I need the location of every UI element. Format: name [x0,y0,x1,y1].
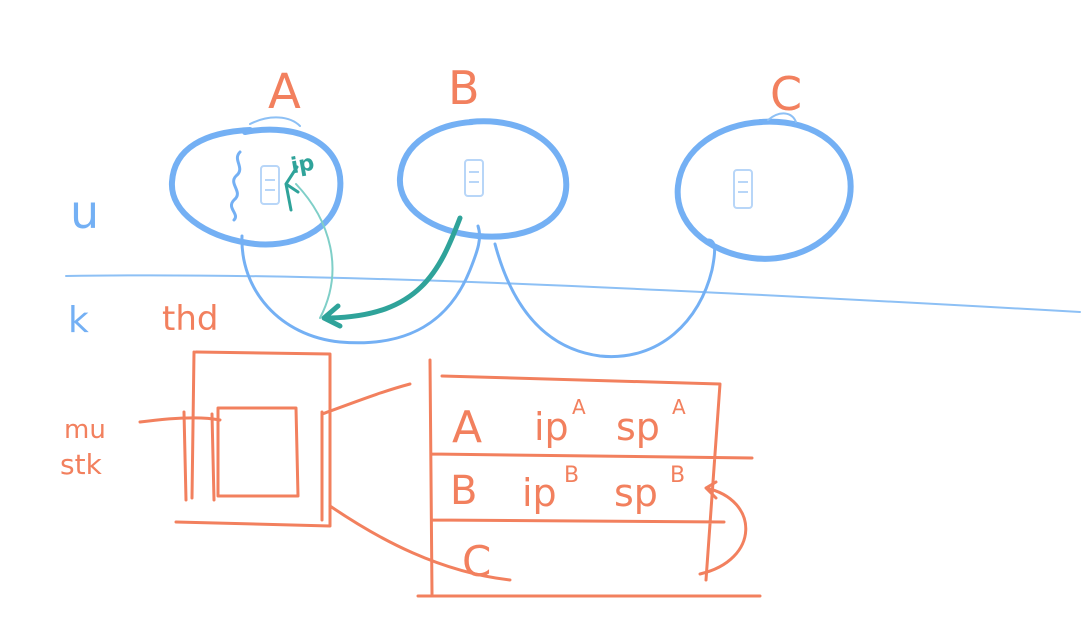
thread-box [138,350,512,582]
ip-return-arrow [295,183,334,319]
process-c-label: C [770,67,802,121]
memory-label-pointer [138,416,222,424]
process-c-binary-icon [733,169,753,209]
context-switch-arrow [327,215,463,321]
thread-label: thd [162,299,218,339]
process-a: ip [168,116,344,248]
table-row-b-name: B [450,468,477,514]
process-a-circle-tail [249,116,301,127]
kernel-mode-label: k [68,300,89,341]
process-b-label: B [448,61,480,115]
kernel-link-a-b [240,224,482,345]
table-row-a-ip: ip [534,405,569,449]
process-a-stack-squiggle [229,150,242,222]
process-c-circle [674,118,854,262]
process-c [674,112,854,262]
process-a-ip-arrow [284,165,300,212]
table-row-b-ip-sup: B [564,463,579,488]
table-row-a-name: A [452,402,482,453]
user-kernel-boundary-line [65,274,1081,313]
table-row-a-sp-sup: A [672,395,686,419]
table-row-b-ip: ip [522,471,557,515]
process-b [396,118,570,240]
thread-stack-box [216,406,300,498]
memory-label-mu: mu [64,415,106,445]
thread-to-row-c-line [328,504,512,582]
table-row-b-sp-sup: B [670,463,685,488]
process-a-ip-label: ip [289,151,316,180]
process-table: A ip A sp A B ip B sp B C [416,358,762,598]
user-mode-label: u [70,185,99,239]
process-b-circle [396,118,570,240]
process-c-circle-tail [767,112,797,123]
table-row-c-name: C [462,537,491,586]
thread-to-table-line [320,382,412,416]
process-a-circle [168,126,344,248]
table-row-b-sp: sp [614,471,658,515]
kernel-link-b-c [493,238,717,359]
process-a-binary-icon [260,165,280,205]
table-row-b-loop-arrow [698,480,748,576]
table-row-a-sp: sp [616,405,660,449]
process-a-label: A [268,64,301,120]
memory-label-stk: stk [60,448,103,481]
table-row-a-ip-sup: A [572,395,586,419]
process-b-binary-icon [464,159,484,197]
